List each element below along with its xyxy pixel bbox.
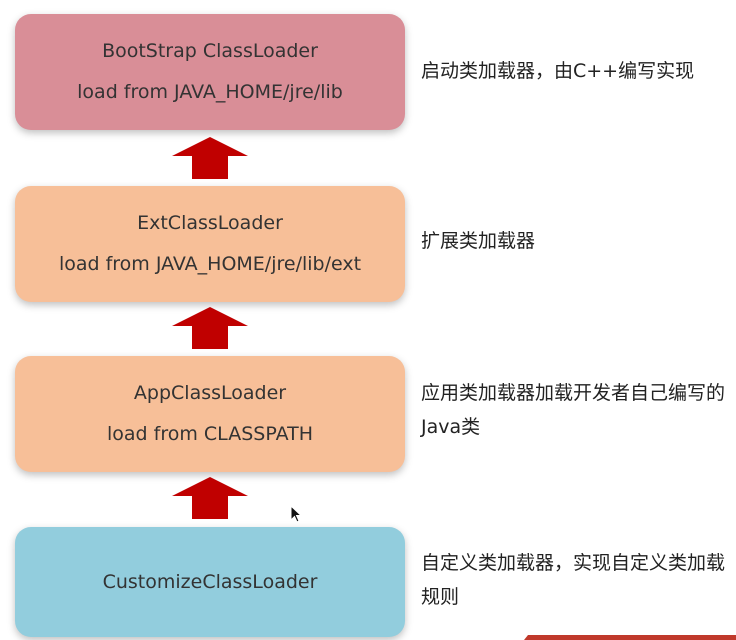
up-arrow-icon: [172, 307, 248, 349]
app-classloader-box: AppClassLoader load from CLASSPATH: [15, 356, 405, 472]
bootstrap-classloader-box: BootStrap ClassLoader load from JAVA_HOM…: [15, 14, 405, 130]
up-arrow-shape: [172, 137, 248, 179]
customize-classloader-name: CustomizeClassLoader: [102, 570, 318, 593]
app-classloader-description: 应用类加载器加载开发者自己编写的Java类: [421, 382, 726, 438]
ext-classloader-box: ExtClassLoader load from JAVA_HOME/jre/l…: [15, 186, 405, 302]
up-arrow-shape: [172, 477, 248, 519]
up-arrow-shape: [172, 307, 248, 349]
ext-classloader-name: ExtClassLoader: [137, 212, 283, 235]
corner-banner-decoration: [520, 630, 736, 640]
bootstrap-classloader-description: 启动类加载器，由C++编写实现: [421, 60, 695, 82]
customize-classloader-description: 自定义类加载器，实现自定义类加载规则: [421, 552, 726, 608]
bootstrap-classloader-name: BootStrap ClassLoader: [102, 40, 318, 63]
ext-classloader-path: load from JAVA_HOME/jre/lib/ext: [58, 253, 362, 275]
ext-classloader-description: 扩展类加载器: [421, 230, 536, 252]
app-classloader-path: load from CLASSPATH: [107, 423, 313, 445]
bootstrap-classloader-path: load from JAVA_HOME/jre/lib: [77, 81, 343, 103]
up-arrow-icon: [172, 477, 248, 519]
up-arrow-icon: [172, 137, 248, 179]
customize-classloader-box: CustomizeClassLoader: [15, 527, 405, 637]
app-classloader-name: AppClassLoader: [133, 382, 287, 405]
mouse-cursor-icon: [290, 504, 303, 523]
